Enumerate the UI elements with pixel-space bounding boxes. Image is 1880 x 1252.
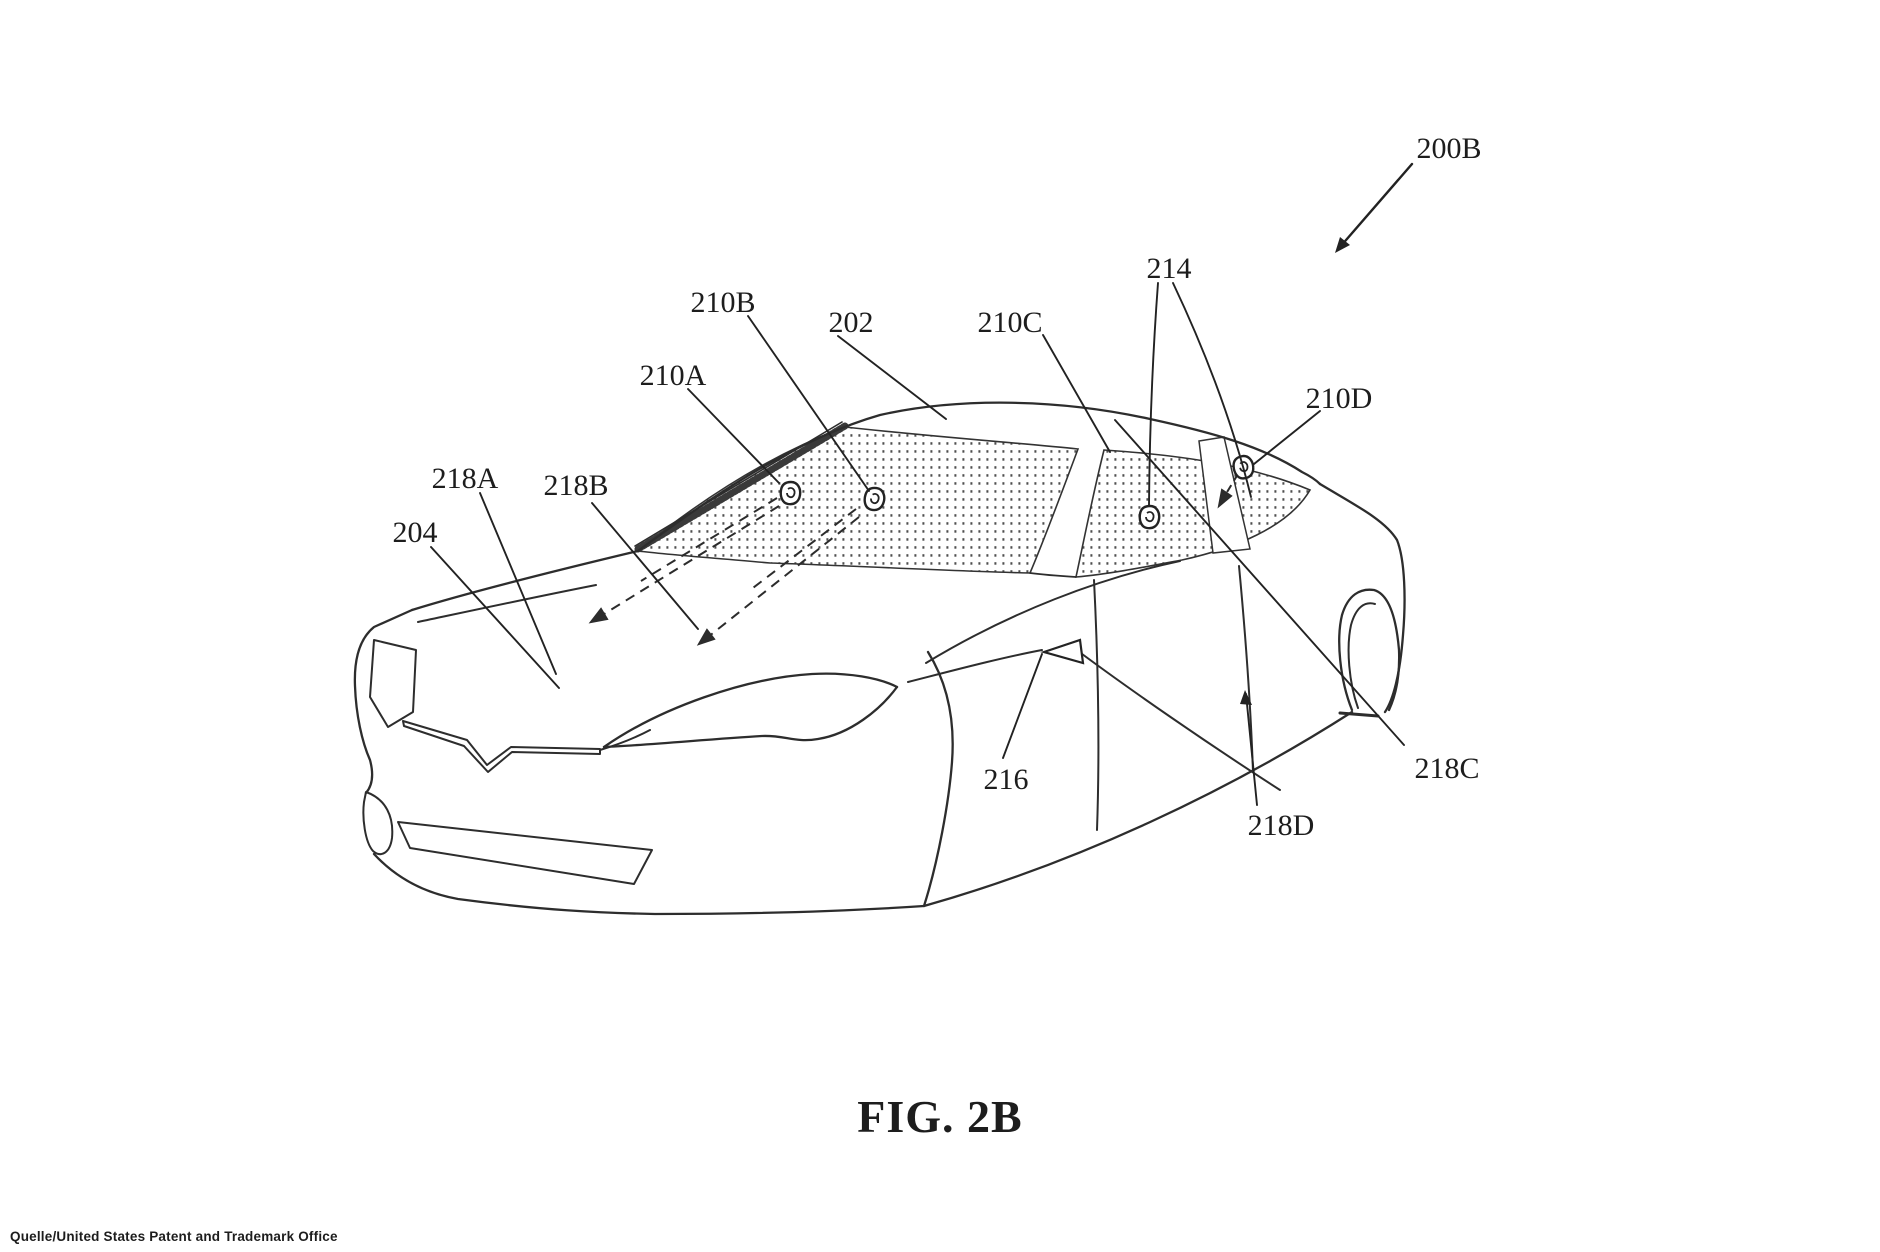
leader-218c xyxy=(1114,419,1405,746)
side-crease xyxy=(907,649,1043,683)
beam-r-arrowhead xyxy=(1217,488,1233,509)
leader-214-right xyxy=(1172,282,1252,498)
ref-label-210b: 210B xyxy=(690,286,755,319)
leader-200b-arrowhead xyxy=(1335,237,1350,253)
rear-bumper-bottom xyxy=(1338,711,1380,718)
nose-face xyxy=(353,608,414,795)
hood-edge xyxy=(410,549,640,612)
ref-label-204: 204 xyxy=(393,516,438,549)
front-door-seam xyxy=(1093,579,1100,831)
ref-label-202: 202 xyxy=(829,306,874,339)
roofline xyxy=(636,401,1322,553)
rear-quarter-glass xyxy=(1074,449,1312,578)
front-bumper-bottom xyxy=(372,852,926,916)
windshield-glass xyxy=(636,426,1080,574)
source-credit: Quelle/United States Patent and Trademar… xyxy=(10,1229,338,1244)
beam-a2 xyxy=(640,497,778,582)
front-wheel-arch xyxy=(602,672,899,749)
figure-caption: FIG. 2B xyxy=(857,1091,1022,1142)
ref-label-218a: 218A xyxy=(432,462,499,495)
leader-210c xyxy=(1042,334,1111,453)
reference-numerals: 200B 210B 202 210C 210A 214 210D 218A 21… xyxy=(393,132,1482,842)
ref-label-216: 216 xyxy=(984,763,1029,796)
rocker-line xyxy=(922,710,1354,908)
leader-210b xyxy=(747,315,870,492)
rear-wheel-arch xyxy=(1338,588,1401,712)
ref-label-214: 214 xyxy=(1147,252,1192,285)
grille-mouth xyxy=(402,720,601,773)
leader-216 xyxy=(1002,653,1043,759)
shoulder-line xyxy=(925,560,1181,664)
beam-b2 xyxy=(748,508,857,592)
rear-tire xyxy=(1347,602,1376,709)
leader-218d xyxy=(1245,693,1258,806)
sensor-beams xyxy=(588,473,1239,646)
beam-b1-arrowhead xyxy=(696,628,716,646)
beam-a1 xyxy=(595,505,780,620)
greenhouse-glass xyxy=(636,426,1312,578)
front-arch-rear-edge xyxy=(922,650,954,908)
headlight xyxy=(369,639,417,728)
leader-218d-arrowhead xyxy=(1240,690,1252,705)
sensor-icon-210a xyxy=(779,480,802,506)
ref-label-218b: 218B xyxy=(543,469,608,502)
front-intake xyxy=(397,821,653,885)
ref-label-218d: 218D xyxy=(1248,809,1315,842)
leader-200b xyxy=(1338,162,1414,249)
leader-218a xyxy=(479,492,557,675)
a-pillar-hatch xyxy=(634,422,849,553)
ref-label-210c: 210C xyxy=(977,306,1042,339)
leader-210d xyxy=(1253,410,1321,465)
leader-202 xyxy=(837,335,947,420)
bumper-corner xyxy=(362,791,394,856)
door-handle-icon xyxy=(1040,638,1085,665)
ref-label-210d: 210D xyxy=(1306,382,1373,415)
rear-deck xyxy=(1318,482,1406,714)
leader-214-left xyxy=(1148,282,1159,506)
ref-label-218c: 218C xyxy=(1414,752,1479,785)
leader-210a xyxy=(687,388,780,484)
sensor-icon-210c xyxy=(1138,504,1161,530)
leader-204 xyxy=(430,546,560,689)
sensors xyxy=(779,453,1257,665)
leader-lines xyxy=(430,162,1414,806)
beam-a1-arrowhead xyxy=(588,607,609,624)
leader-218b xyxy=(591,502,699,630)
car-body-outline xyxy=(353,401,1406,916)
ref-label-210a: 210A xyxy=(640,359,707,392)
ref-label-200b: 200B xyxy=(1416,132,1481,165)
hood-crease xyxy=(417,584,597,623)
